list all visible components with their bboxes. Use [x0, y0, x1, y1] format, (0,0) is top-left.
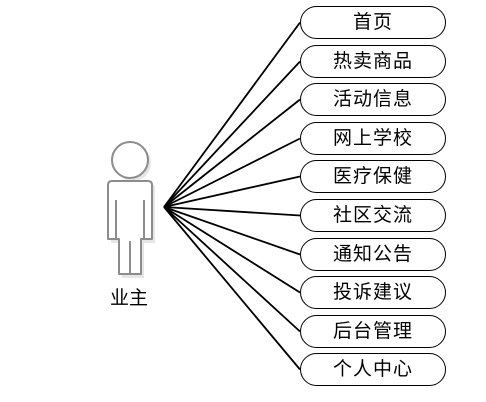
use-case-ellipse: 网上学校: [300, 122, 446, 155]
association-line: [163, 137, 301, 208]
use-case-ellipse: 后台管理: [300, 315, 446, 348]
actor-torso: [107, 180, 153, 275]
use-case-ellipse: 活动信息: [300, 83, 446, 116]
association-line: [163, 206, 301, 333]
actor-body: [107, 141, 153, 275]
association-line: [163, 60, 301, 208]
use-case-ellipse: 热卖商品: [300, 45, 446, 78]
use-case-ellipse: 首页: [300, 6, 446, 39]
use-case-ellipse: 个人中心: [300, 353, 446, 386]
association-line: [163, 206, 301, 294]
use-case-ellipse: 投诉建议: [300, 276, 446, 309]
use-case-ellipse: 通知公告: [300, 238, 446, 271]
actor-head: [111, 141, 149, 179]
use-case-ellipse: 社区交流: [300, 199, 446, 232]
association-line: [163, 206, 301, 371]
association-line: [163, 21, 301, 208]
association-line: [163, 206, 301, 217]
actor-figure: [107, 141, 155, 278]
actor-label: 业主: [109, 287, 148, 309]
association-line: [163, 206, 301, 256]
association-line: [163, 98, 301, 208]
association-line: [163, 175, 301, 208]
use-case-ellipse: 医疗保健: [300, 160, 446, 193]
